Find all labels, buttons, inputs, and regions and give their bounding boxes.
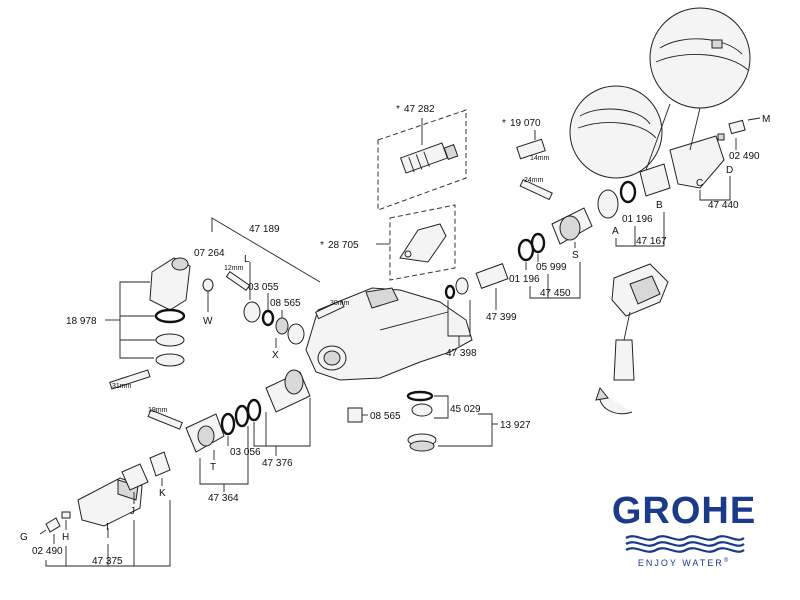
part-H	[61, 511, 71, 519]
pipe-47399	[475, 263, 509, 289]
label-L: L	[244, 254, 250, 265]
part-19070	[516, 138, 546, 160]
part-L-key	[225, 270, 251, 292]
part-number-01196-left: 01 196	[509, 274, 540, 285]
part-number-18978: 18 978	[66, 316, 97, 327]
part-number-47364: 47 364	[208, 493, 239, 504]
group-47398-47399: 47 398 47 399	[444, 263, 517, 359]
clip-28705-group: * 28 705	[320, 204, 456, 281]
wave-icon	[625, 535, 745, 553]
label-D: D	[726, 165, 733, 176]
part-J	[121, 463, 149, 491]
cartridge-47282-part	[399, 142, 459, 174]
group-outlet: 08 565 45 029 13 927	[347, 390, 531, 452]
grohe-logo: GROHE ENJOY WATER®	[604, 490, 764, 580]
part-number-03056: 03 056	[230, 447, 261, 458]
detail-circle-right	[649, 7, 751, 109]
group-47450: 24mm 01 196 05 999 S 47 450	[509, 177, 593, 299]
dimension-31mm: 31mm	[112, 383, 132, 390]
group-47189: 47 189 07 264 L 03 055 08 565 W X 12mm 3…	[194, 217, 350, 361]
part-M	[728, 119, 746, 135]
label-T: T	[210, 462, 216, 473]
spare-mark-47282: *	[396, 104, 400, 115]
part-number-03055: 03 055	[248, 282, 279, 293]
part-K	[149, 451, 171, 477]
part-number-19070: 19 070	[510, 118, 541, 129]
part-G	[45, 517, 61, 533]
brand-wordmark: GROHE	[611, 490, 757, 532]
label-G: G	[20, 532, 28, 543]
part-number-08565-upper: 08 565	[270, 298, 301, 309]
part-number-47375: 47 375	[92, 556, 123, 567]
dimension-14mm: 14mm	[530, 155, 550, 162]
part-number-02490-bottom: 02 490	[32, 546, 63, 557]
part-number-47189: 47 189	[249, 224, 280, 235]
group-handle: M 02 490 D C B 01 196 A 47 167 47 440	[597, 114, 770, 247]
cartridge-47282-group: * 47 282	[377, 104, 467, 211]
part-number-47440: 47 440	[708, 200, 739, 211]
part-number-13927: 13 927	[500, 420, 531, 431]
dimension-30mm: 30mm	[330, 300, 350, 307]
part-W	[202, 278, 214, 292]
part-number-05999: 05 999	[536, 262, 567, 273]
detail-circle-left	[569, 85, 663, 179]
part-number-47450: 47 450	[540, 288, 571, 299]
label-J: J	[130, 506, 135, 517]
mixer-body	[305, 287, 473, 381]
dimension-24mm: 24mm	[524, 177, 544, 184]
spare-mark-28705: *	[320, 240, 324, 251]
label-B: B	[656, 200, 663, 211]
brand-slogan-text: ENJOY WATER	[637, 558, 724, 568]
clip-28705-part	[399, 223, 447, 263]
part-number-47398: 47 398	[446, 348, 477, 359]
part-B	[639, 163, 671, 197]
dashed-box-28705	[389, 204, 456, 281]
part-C-handle	[669, 135, 725, 189]
part-number-45029: 45 029	[450, 404, 481, 415]
label-C: C	[696, 178, 703, 189]
wall-elbow	[149, 257, 191, 311]
part-A	[597, 189, 619, 219]
registered-mark: ®	[723, 558, 731, 564]
installation-detail	[595, 263, 669, 415]
group-18978: 18 978 31mm	[66, 257, 191, 390]
dimension-12mm: 12mm	[224, 265, 244, 272]
part-number-08565-lower: 08 565	[370, 411, 401, 422]
label-I: I	[106, 522, 109, 533]
dashed-box-47282	[377, 109, 467, 211]
part-number-07264: 07 264	[194, 248, 225, 259]
part-number-47399: 47 399	[486, 312, 517, 323]
label-M: M	[762, 114, 770, 125]
label-K: K	[159, 488, 166, 499]
spare-mark-19070: *	[502, 118, 506, 129]
part-number-47167: 47 167	[636, 236, 667, 247]
part-number-47376: 47 376	[262, 458, 293, 469]
part-X	[287, 323, 305, 345]
part-number-02490-top: 02 490	[729, 151, 760, 162]
group-47376-47364: 19mm T 03 056 47 376 47 364	[147, 369, 311, 504]
part-number-01196-right: 01 196	[622, 214, 653, 225]
label-W: W	[203, 316, 213, 327]
label-S: S	[572, 250, 579, 261]
screwdriver	[613, 339, 635, 381]
part-19070-group: * 19 070 14mm	[502, 118, 550, 162]
brand-slogan: ENJOY WATER®	[604, 558, 764, 568]
detail-magnifier-circles	[569, 7, 751, 179]
part-number-28705: 28 705	[328, 240, 359, 251]
label-X: X	[272, 350, 279, 361]
dimension-19mm: 19mm	[148, 407, 168, 414]
group-47375: K J I H G 02 490 47 375	[20, 451, 171, 567]
label-H: H	[62, 532, 69, 543]
label-A: A	[612, 226, 619, 237]
part-number-47282: 47 282	[404, 104, 435, 115]
part-08565-lower	[347, 407, 363, 423]
